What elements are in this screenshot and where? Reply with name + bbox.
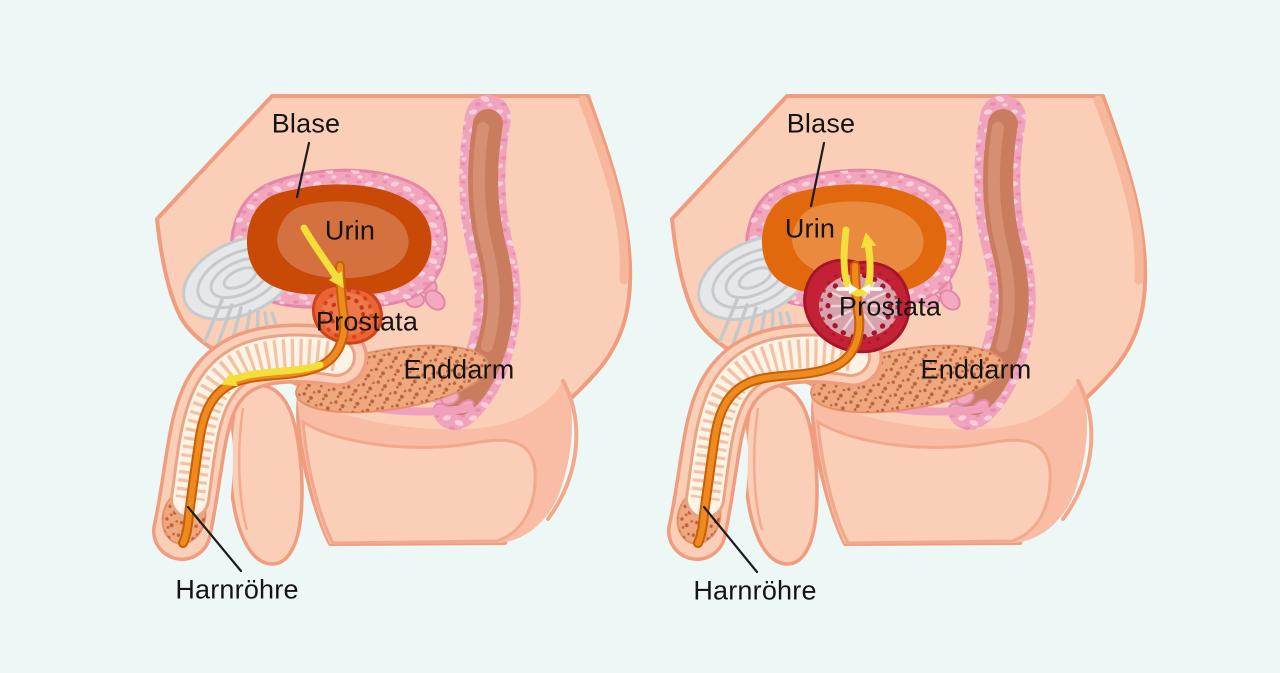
- pointer-line-urethra: [702, 505, 759, 574]
- label-urethra-enlarged: Harnröhre: [693, 575, 817, 606]
- label-prostate-normal: Prostata: [315, 306, 419, 337]
- pointer-line-bladder: [809, 141, 826, 208]
- panel-normal-overlays: [183, 141, 432, 573]
- label-rectum-normal: Enddarm: [403, 354, 515, 385]
- urine-flow-arrow-shaft: [220, 361, 324, 387]
- pointer-line-urethra: [186, 505, 243, 573]
- label-bladder-enlarged: Blase: [786, 108, 856, 139]
- label-rectum-enlarged: Enddarm: [920, 354, 1032, 385]
- label-prostate-enlarged: Prostata: [838, 291, 942, 322]
- panel-enlarged-overlays: [698, 141, 947, 574]
- label-urine-normal: Urin: [324, 215, 376, 246]
- urine-flow-arrow-bladder: [300, 224, 344, 288]
- body-enlarged: [672, 96, 1145, 564]
- label-bladder-normal: Blase: [271, 108, 341, 139]
- label-urine-enlarged: Urin: [784, 213, 836, 244]
- pointer-line-bladder: [295, 141, 311, 199]
- label-urethra-normal: Harnröhre: [175, 574, 299, 605]
